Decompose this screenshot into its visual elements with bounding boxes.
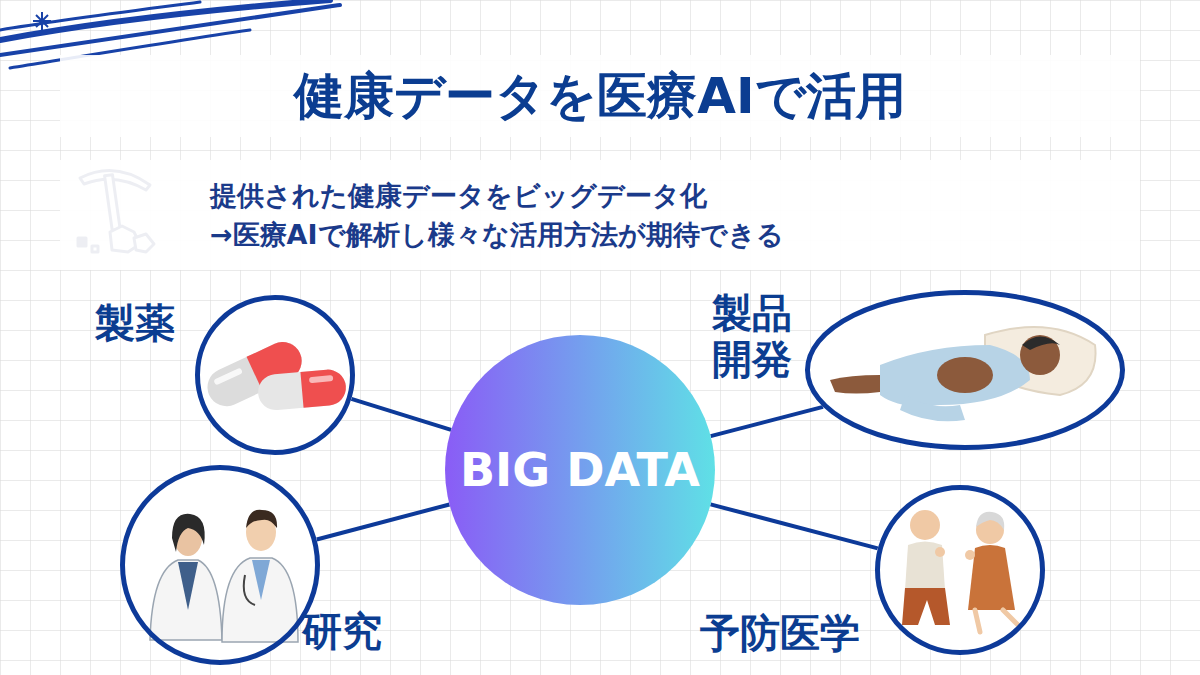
doctors [150,510,298,642]
research-circle: 研究 [120,465,320,665]
info-panel: 提供された健康データをビッグデータ化→医療AIで解析し様々な活用方法が期待できる [60,160,1140,270]
connector-line [711,504,878,548]
elderly-couple [902,510,1018,632]
prevention-circle: 予防医学 [875,485,1045,655]
node-outline [875,485,1045,655]
node-outline [805,290,1125,450]
category-heading: 研究 [302,608,382,654]
info-line: 提供された健康データをビッグデータ化 [210,176,1120,215]
sleeping-person [830,327,1096,421]
category-heading: 製品開発 [712,290,794,382]
big-data-circle: BIG DATA [445,335,715,605]
page-title: 健康データを医療AIで活用 [60,55,1140,137]
center-label: BIG DATA [460,443,700,497]
category-heading: 予防医学 [700,610,860,656]
connector-line [351,399,451,430]
product-dev-ellipse: 製品開発 [805,290,1125,450]
capsule-pills [201,336,347,413]
info-line: →医療AIで解析し様々な活用方法が期待できる [210,215,1120,254]
pharma-circle: 製薬 [195,295,355,455]
node-outline [195,295,355,455]
connector-line [317,504,450,539]
category-heading: 製薬 [95,300,175,346]
connector-line [711,407,823,436]
star-mark [33,12,51,30]
node-outline [120,465,320,665]
title-panel [60,55,1140,137]
